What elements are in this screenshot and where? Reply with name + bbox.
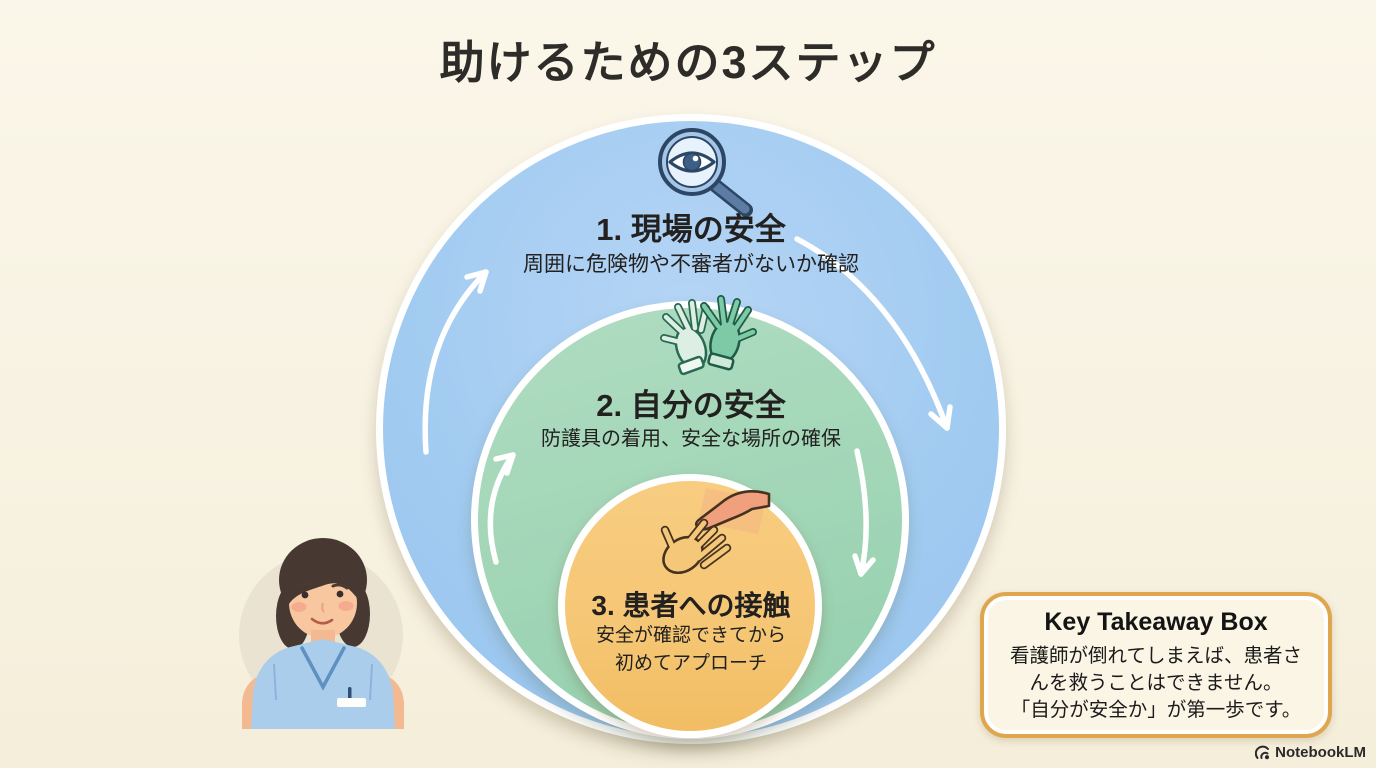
step2-subtitle: 防護具の着用、安全な場所の確保 [541,428,841,450]
step3-circle [558,474,822,738]
takeaway-title: Key Takeaway Box [1044,608,1268,636]
step3-subtitle-line2: 初めてアプローチ [614,653,767,674]
step3-subtitle: 安全が確認できてから 初めてアプローチ [330,622,1052,678]
step1-title: 1. 現場の安全 [596,212,786,247]
notebooklm-logo-icon [1255,745,1270,759]
key-takeaway-box: Key Takeaway Box 看護師が倒れてしまえば、患者さ んを救うことは… [980,592,1332,738]
step2-title: 2. 自分の安全 [596,388,786,423]
takeaway-line-3: 「自分が安全か」が第一歩です。 [1010,699,1302,721]
magnifier-eye-icon [658,128,753,217]
takeaway-line-1: 看護師が倒れてしまえば、患者さ [1010,645,1302,667]
watermark-label: NotebookLM [1275,744,1366,761]
step1-subtitle: 周囲に危険物や不審者がないか確認 [523,253,859,276]
takeaway-line-2: んを救うことはできません。 [1029,672,1283,694]
watermark: NotebookLM [1255,744,1366,761]
step3-subtitle-line1: 安全が確認できてから [595,625,786,646]
page-title: 助けるための3ステップ [439,37,937,88]
helping-hands-icon [660,488,771,574]
gloves-icon [660,295,757,376]
nurse-illustration [239,538,404,729]
step3-title: 3. 患者への接触 [591,590,791,621]
